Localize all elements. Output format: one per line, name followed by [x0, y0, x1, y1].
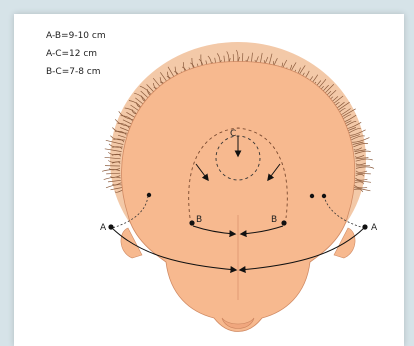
label-a-right: A [371, 223, 378, 233]
point-b-right-dot [281, 220, 286, 225]
label-b-right: B [271, 215, 277, 225]
label-b-left: B [196, 215, 202, 225]
temple-dot-right-1 [310, 194, 314, 198]
point-b-left-dot [189, 220, 194, 225]
point-a-right-dot [362, 224, 367, 229]
point-a-left-dot [108, 224, 113, 229]
label-a-left: A [100, 223, 107, 233]
label-c: C [230, 129, 236, 139]
temple-dot-right-2 [322, 194, 326, 198]
temple-dot-left [147, 193, 151, 197]
